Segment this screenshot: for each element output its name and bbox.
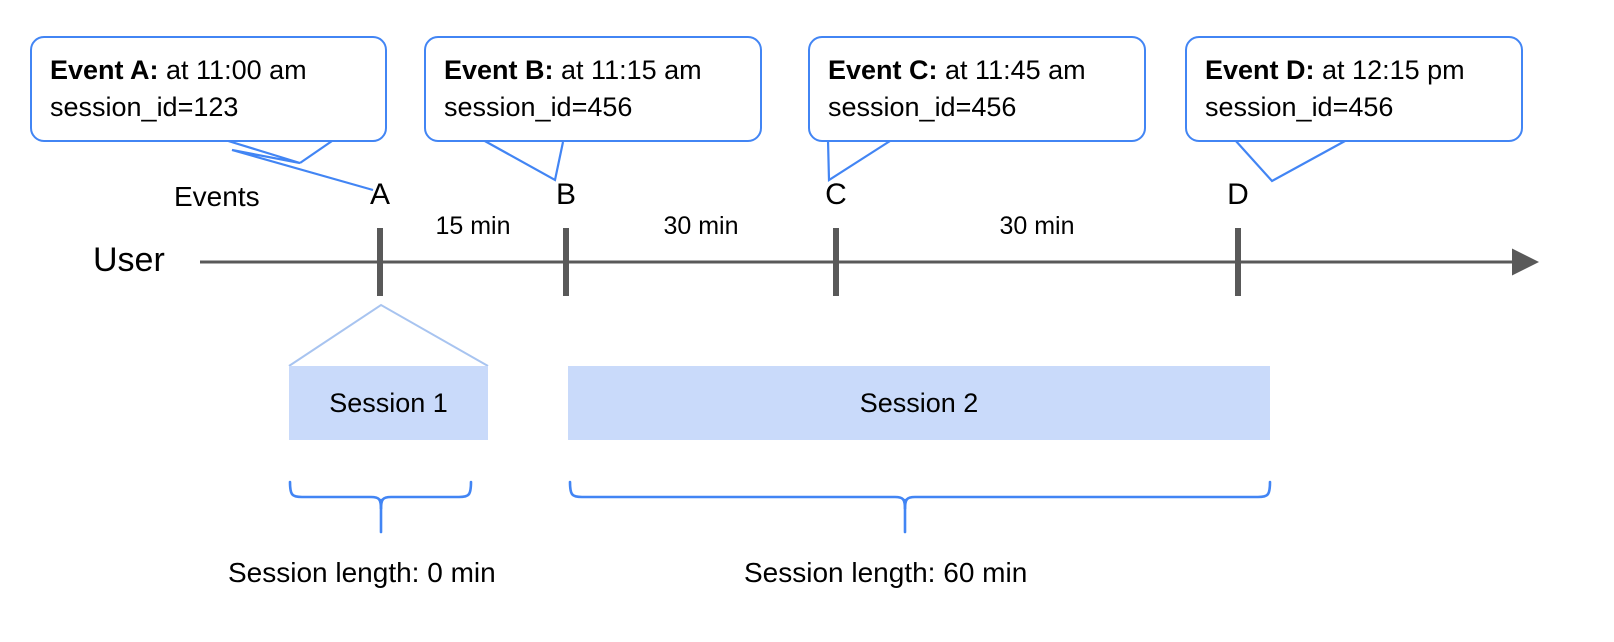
callout-d-line2: session_id=456 — [1205, 92, 1394, 122]
session-bar-2-label: Session 2 — [859, 387, 979, 418]
row-label-user: User — [93, 241, 165, 279]
tick-label-b: B — [555, 178, 576, 211]
callout-a-title: Event A: — [50, 55, 159, 85]
callout-event-c[interactable]: Event C: at 11:45 am session_id=456 — [808, 36, 1146, 142]
callout-event-d[interactable]: Event D: at 12:15 pm session_id=456 — [1185, 36, 1523, 142]
tick-label-c: C — [825, 178, 847, 211]
callout-d-time: at 12:15 pm — [1314, 55, 1465, 85]
callout-tail-d — [1234, 139, 1346, 183]
duration-label-a-b: 15 min — [435, 212, 511, 240]
session-bar-1-label: Session 1 — [329, 387, 448, 418]
callout-a-line1: Event A: at 11:00 am — [50, 52, 367, 89]
session-2-length-label: Session length: 60 min — [744, 557, 1028, 588]
callout-b-line2: session_id=456 — [444, 92, 633, 122]
callout-a-line2: session_id=123 — [50, 92, 239, 122]
tick-label-d: D — [1227, 178, 1249, 211]
callout-c-title: Event C: — [828, 55, 938, 85]
callout-tail-b — [482, 139, 565, 182]
session1-guide-lines — [288, 303, 489, 367]
callout-b-title: Event B: — [444, 55, 554, 85]
callout-d-line1: Event D: at 12:15 pm — [1205, 52, 1503, 89]
callout-c-line1: Event C: at 11:45 am — [828, 52, 1126, 89]
session-bar-1[interactable]: Session 1 — [289, 366, 488, 440]
callout-d-title: Event D: — [1205, 55, 1315, 85]
callout-c-time: at 11:45 am — [937, 55, 1086, 85]
callout-tail-a2 — [299, 140, 333, 164]
callout-event-b[interactable]: Event B: at 11:15 am session_id=456 — [424, 36, 762, 142]
row-label-events: Events — [174, 181, 260, 212]
duration-label-b-c: 30 min — [663, 212, 739, 240]
callout-tail-a — [224, 138, 374, 192]
callout-b-line1: Event B: at 11:15 am — [444, 52, 742, 89]
callout-tail-c — [826, 139, 891, 182]
callout-a-time: at 11:00 am — [158, 55, 307, 85]
session-bar-2[interactable]: Session 2 — [568, 366, 1270, 440]
callout-event-a[interactable]: Event A: at 11:00 am session_id=123 — [30, 36, 387, 142]
callout-b-time: at 11:15 am — [553, 55, 702, 85]
tick-label-a: A — [369, 178, 390, 211]
session-1-length-label: Session length: 0 min — [228, 557, 496, 588]
duration-label-c-d: 30 min — [999, 212, 1075, 240]
brace-session-2 — [568, 480, 1272, 510]
callout-c-line2: session_id=456 — [828, 92, 1017, 122]
